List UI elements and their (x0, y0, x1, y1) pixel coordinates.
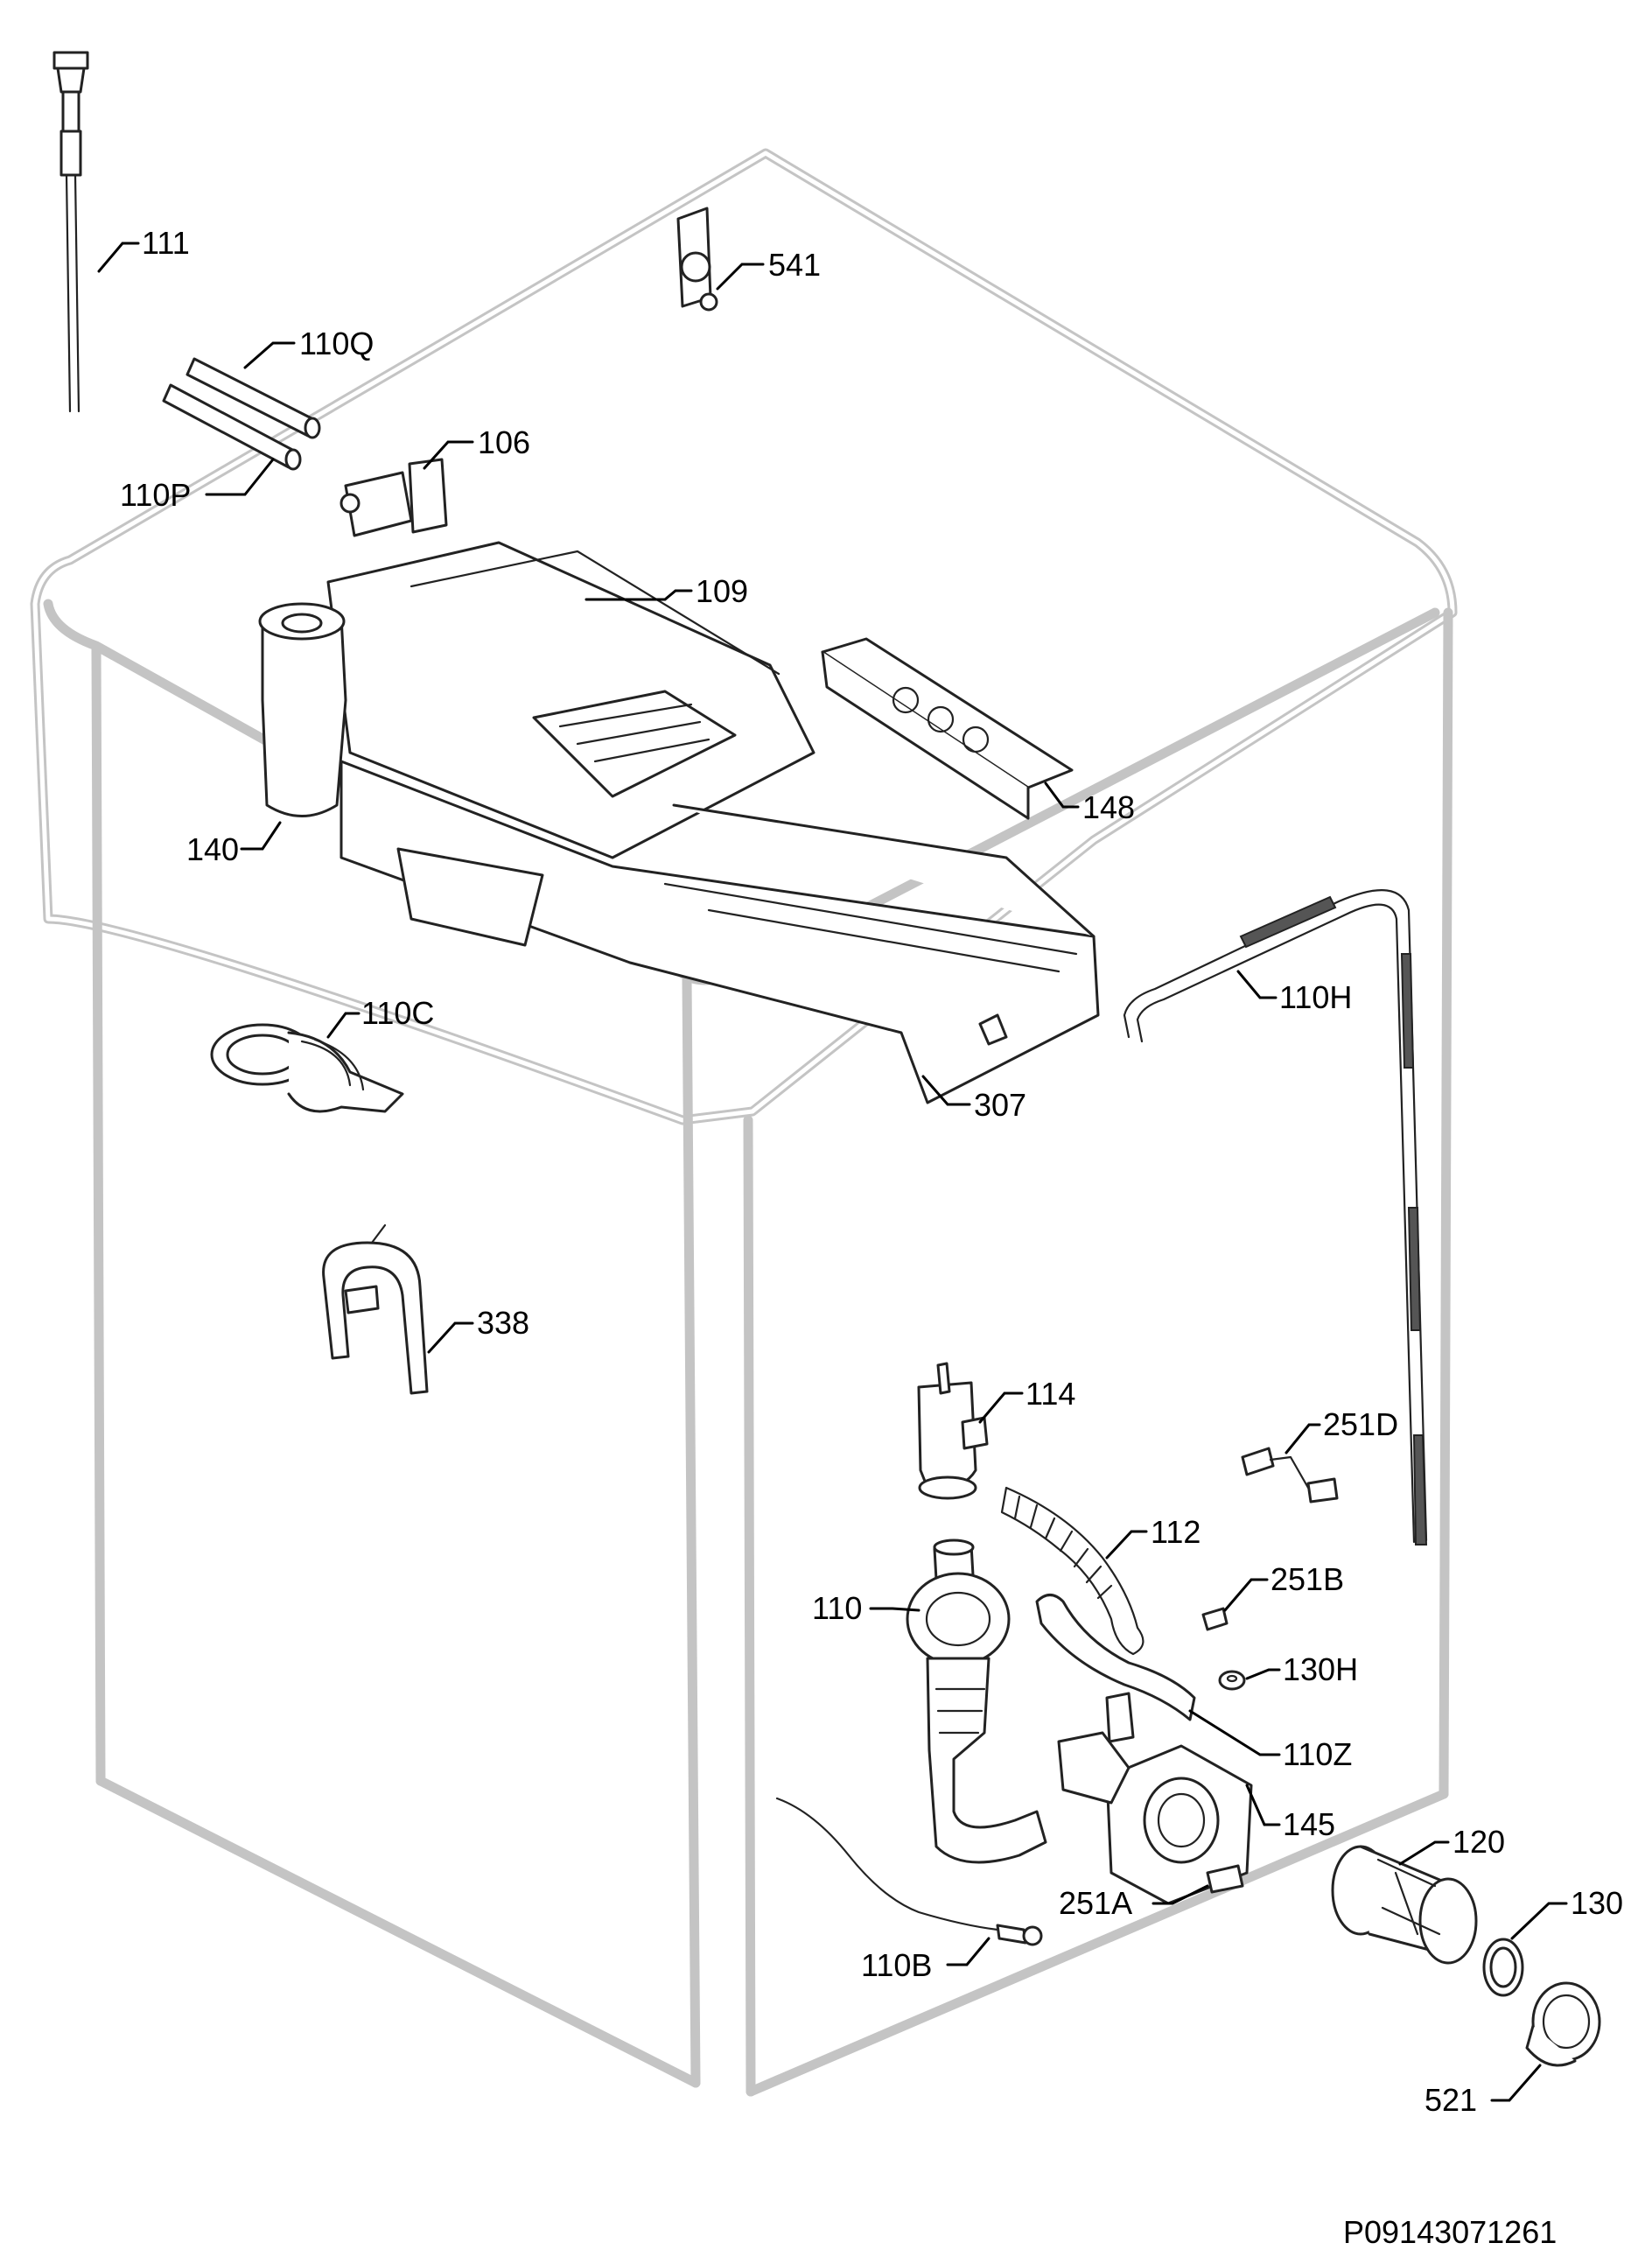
callout-110Q: 110Q (299, 326, 374, 361)
part-145-drain-pump (1057, 1692, 1253, 1905)
part-110B-cable (775, 1797, 1043, 1946)
leader-110Q (243, 341, 296, 369)
leader-251D (1284, 1423, 1321, 1454)
callout-110C: 110C (361, 995, 434, 1031)
leader-130 (1510, 1902, 1568, 1940)
callout-251A: 251A (1059, 1885, 1132, 1921)
leader-111 (97, 242, 140, 273)
callout-251B: 251B (1270, 1561, 1344, 1597)
leader-130H (1245, 1668, 1281, 1680)
leader-109 (584, 589, 693, 601)
part-140-filler-pipe (258, 602, 347, 817)
callout-140: 140 (186, 831, 239, 867)
callout-148: 148 (1082, 789, 1135, 825)
leader-114 (978, 1391, 1024, 1424)
callout-112: 112 (1151, 1514, 1200, 1550)
part-307-dispenser-drawer (340, 760, 1100, 1104)
leader-106 (423, 440, 474, 470)
part-251A-clip (1206, 1864, 1244, 1894)
callout-110: 110 (812, 1590, 862, 1626)
part-106-valve (340, 458, 448, 537)
leader-307 (921, 1075, 971, 1106)
leader-251A (1152, 1884, 1209, 1905)
callout-251D: 251D (1323, 1406, 1398, 1442)
part-111-inlet-hose (52, 51, 89, 413)
part-130-o-ring (1482, 1938, 1524, 1997)
leader-112 (1105, 1530, 1148, 1560)
leader-120 (1398, 1840, 1450, 1866)
callout-110Z: 110Z (1283, 1736, 1352, 1772)
callout-114: 114 (1026, 1376, 1075, 1412)
callout-541: 541 (768, 247, 821, 283)
leader-148 (1044, 782, 1080, 809)
leader-145 (1245, 1784, 1281, 1826)
leader-110B (946, 1937, 990, 1966)
callout-307: 307 (974, 1087, 1026, 1123)
part-120-pump-filter (1331, 1845, 1478, 1965)
callout-130: 130 (1571, 1885, 1623, 1921)
part-130H-seal (1218, 1670, 1246, 1691)
part-541-bracket (676, 207, 718, 312)
leader-110Z (1188, 1709, 1281, 1756)
callout-109: 109 (696, 573, 748, 609)
leader-521 (1490, 2064, 1542, 2102)
part-110Q-tube (186, 357, 321, 439)
leader-338 (427, 1321, 474, 1354)
callout-338: 338 (477, 1305, 529, 1341)
callout-145: 145 (1283, 1806, 1335, 1842)
leader-110C (326, 1012, 360, 1039)
part-251D-wiring (1241, 1447, 1339, 1503)
part-110Z-hose (1035, 1594, 1196, 1721)
callout-120: 120 (1452, 1824, 1505, 1860)
part-110-sump-hose (906, 1539, 1047, 1864)
leader-541 (716, 263, 765, 291)
callout-130H: 130H (1283, 1651, 1358, 1687)
callout-110P: 110P (120, 477, 191, 513)
leader-110P (205, 458, 275, 496)
part-110C-bellows (210, 1023, 404, 1113)
part-338-hose-guide (322, 1223, 429, 1395)
part-148-panel-insert (821, 637, 1074, 820)
callout-110H: 110H (1279, 979, 1352, 1015)
leader-110 (869, 1607, 920, 1612)
part-110P-tube (162, 383, 302, 471)
callout-521: 521 (1424, 2082, 1477, 2118)
part-109-dispenser-housing (326, 541, 816, 859)
part-114-pressure-switch (917, 1362, 989, 1500)
leader-251B (1223, 1578, 1269, 1612)
part-112-corrugated-hose (1000, 1486, 1144, 1656)
part-110H-hose (1123, 889, 1428, 1546)
diagram-code: P09143071261 (1343, 2214, 1558, 2250)
callout-106: 106 (478, 424, 530, 460)
part-521-filter-cap (1525, 1981, 1601, 2067)
part-251B-clip (1201, 1607, 1228, 1631)
leader-140 (240, 821, 282, 851)
callout-111: 111 (142, 225, 190, 261)
callout-110B: 110B (861, 1947, 932, 1983)
leader-110H (1236, 970, 1278, 999)
